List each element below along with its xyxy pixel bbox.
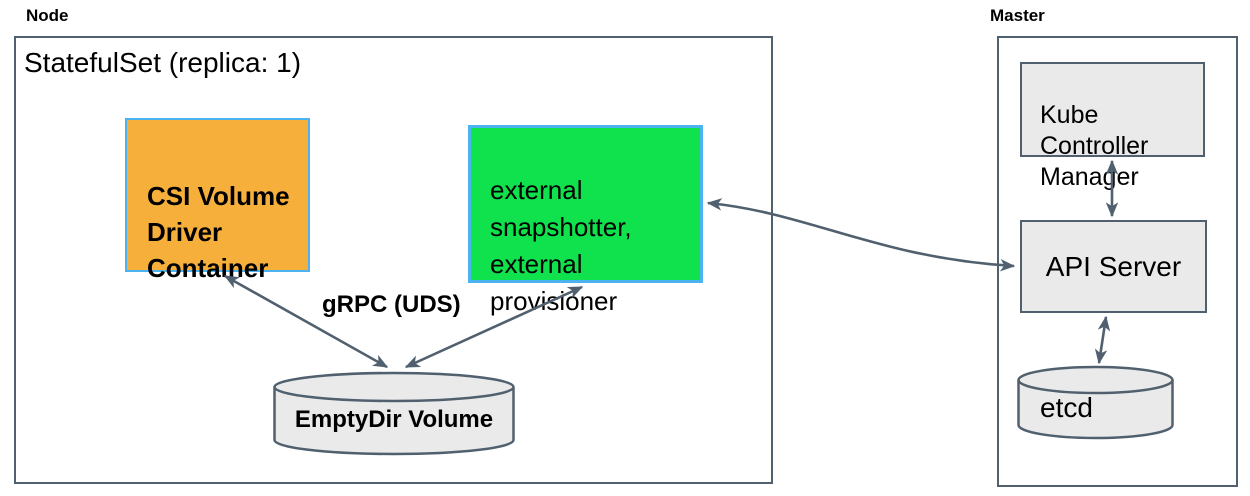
- emptydir-cylinder: [273, 371, 515, 456]
- master-section-label: Master: [990, 6, 1045, 25]
- node-section-label: Node: [26, 6, 69, 25]
- emptydir-volume-label: EmptyDir Volume: [294, 406, 494, 433]
- api-server-box: API Server: [1020, 220, 1207, 313]
- etcd-cylinder: [1017, 365, 1174, 440]
- csi-volume-driver-label: CSI Volume Driver Container: [147, 181, 290, 283]
- api-server-label: API Server: [1045, 251, 1182, 282]
- kube-controller-manager-box: Kube Controller Manager: [1020, 62, 1205, 191]
- csi-volume-driver-box: CSI Volume Driver Container: [125, 118, 310, 283]
- external-sidecars-label: external snapshotter, external provision…: [490, 175, 632, 316]
- kube-controller-manager-label: Kube Controller Manager: [1040, 101, 1149, 191]
- grpc-uds-label: gRPC (UDS): [322, 291, 461, 318]
- statefulset-title: StatefulSet (replica: 1): [24, 47, 302, 78]
- etcd-label: etcd: [1040, 392, 1093, 423]
- external-sidecars-box: external snapshotter, external provision…: [468, 125, 703, 316]
